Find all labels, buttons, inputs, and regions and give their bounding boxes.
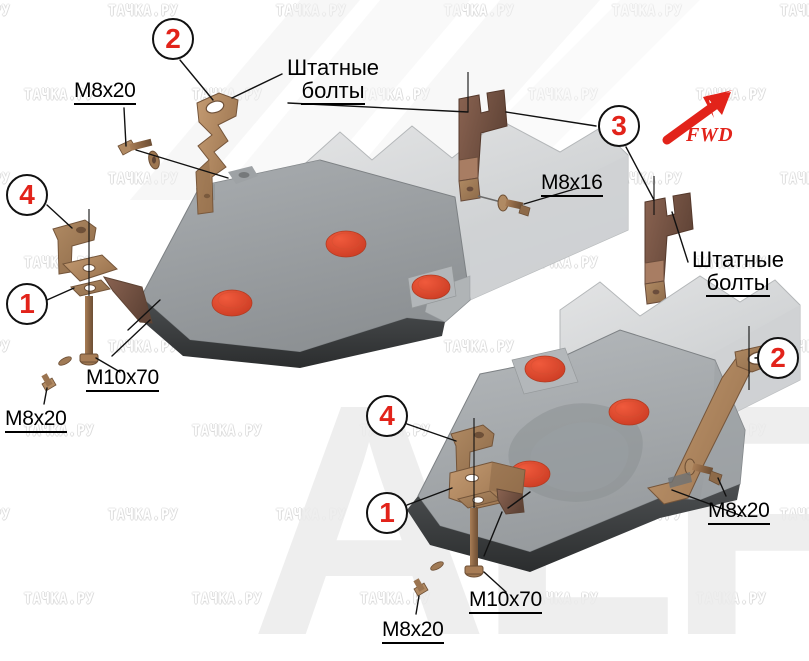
bracket-part-1-upper [62, 209, 153, 324]
bracket-part-4-lower [450, 424, 495, 481]
bolt-m8x20-upper-left [41, 356, 72, 392]
fwd-arrow-icon [662, 90, 733, 145]
callout-balloon-2[interactable]: 2 [152, 18, 194, 60]
callout-balloon-1[interactable]: 1 [6, 283, 48, 325]
bolt-m8x20-lower-left [413, 561, 444, 597]
bolt-m10x70-lower [464, 508, 484, 578]
callout-balloon-1[interactable]: 1 [366, 492, 408, 534]
bracket-part-3-upper [458, 72, 508, 204]
lower-plate-slot [668, 472, 692, 488]
bolt-m8x16 [497, 194, 531, 217]
callout-balloon-4[interactable]: 4 [366, 395, 408, 437]
bracket-part-2-upper [195, 92, 239, 215]
bolt-m10x70-upper [79, 296, 99, 366]
lower-plate-grommets [509, 355, 650, 488]
callout-balloon-3[interactable]: 3 [598, 105, 640, 147]
bracket-part-1-lower [448, 418, 526, 515]
upper-plate-grommets [211, 230, 457, 317]
fwd-label: FWD [686, 124, 734, 146]
callout-balloon-4[interactable]: 4 [6, 174, 48, 216]
callout-balloon-2[interactable]: 2 [757, 337, 799, 379]
lower-skid-plate-assembly [407, 275, 801, 597]
bolt-m8x20-upper-top [117, 138, 160, 170]
bolt-m8x20-lower-right [684, 458, 723, 486]
